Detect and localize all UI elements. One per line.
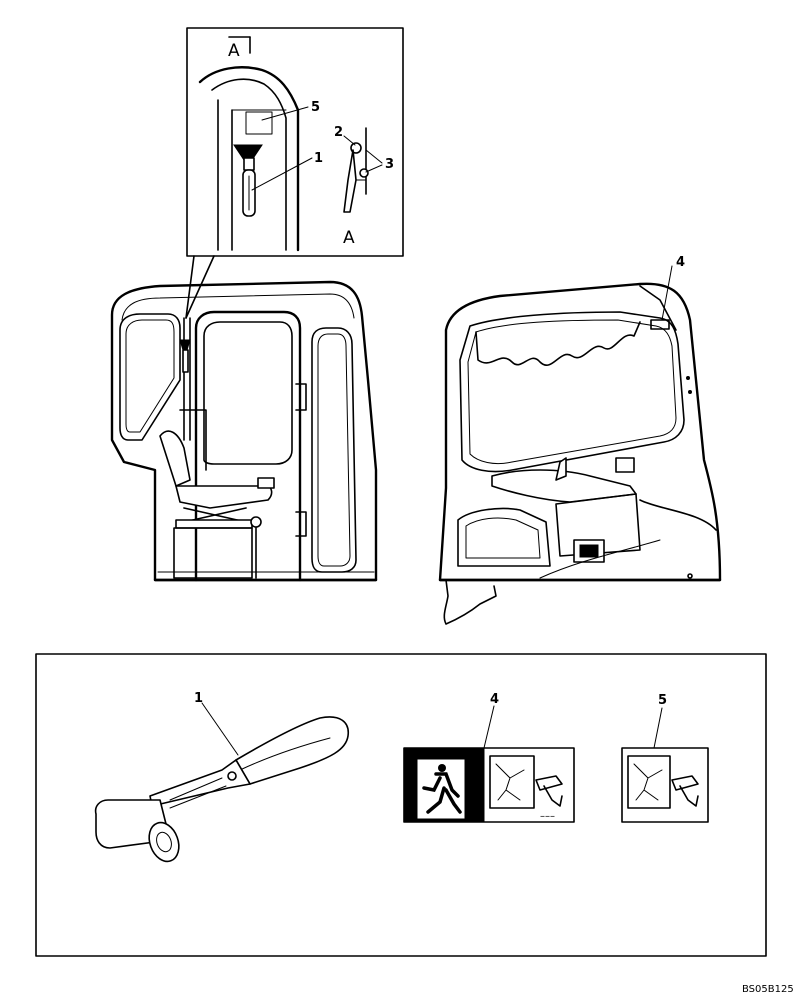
leader-part-5 bbox=[653, 707, 663, 749]
hammer-mounted bbox=[233, 144, 263, 217]
leader-5 bbox=[261, 106, 309, 121]
detail-pointer bbox=[185, 255, 215, 319]
detail-frame bbox=[186, 27, 404, 257]
callout-part-4: 4 bbox=[490, 692, 499, 707]
parts-panel: 1 ––– 4 5 bbox=[35, 653, 767, 957]
leader-part-1 bbox=[201, 702, 239, 756]
leader-1 bbox=[251, 157, 313, 191]
leader-3a bbox=[365, 149, 383, 164]
cab-label-4 bbox=[650, 319, 670, 330]
callout-3: 3 bbox=[385, 157, 394, 172]
detail-view-a: A 5 1 bbox=[186, 27, 404, 257]
leader-cab-4 bbox=[661, 265, 673, 321]
cab-left-view bbox=[110, 280, 378, 582]
drawing-code: BS05B125 bbox=[742, 984, 794, 995]
decal-4-code: ––– bbox=[540, 811, 555, 822]
decal-4: ––– bbox=[403, 747, 575, 823]
section-marker-label: A bbox=[228, 41, 240, 61]
callout-5: 5 bbox=[311, 100, 320, 115]
decal-5 bbox=[621, 747, 709, 823]
hammer-side-view bbox=[343, 127, 369, 213]
cab-right-view: 4 bbox=[438, 255, 722, 625]
parts-frame bbox=[35, 653, 767, 957]
callout-part-1: 1 bbox=[194, 691, 203, 706]
leader-2 bbox=[343, 135, 356, 146]
view-label: A bbox=[343, 228, 355, 248]
leader-part-4 bbox=[483, 705, 495, 749]
callout-2: 2 bbox=[334, 125, 343, 140]
pillar-drawing bbox=[198, 66, 300, 252]
callout-part-5: 5 bbox=[658, 693, 667, 708]
leader-3b bbox=[365, 164, 383, 173]
label-patch bbox=[245, 111, 273, 135]
escape-hammer bbox=[94, 716, 349, 863]
section-arrow bbox=[228, 36, 251, 54]
callout-cab-4: 4 bbox=[676, 255, 685, 270]
callout-1: 1 bbox=[314, 151, 323, 166]
